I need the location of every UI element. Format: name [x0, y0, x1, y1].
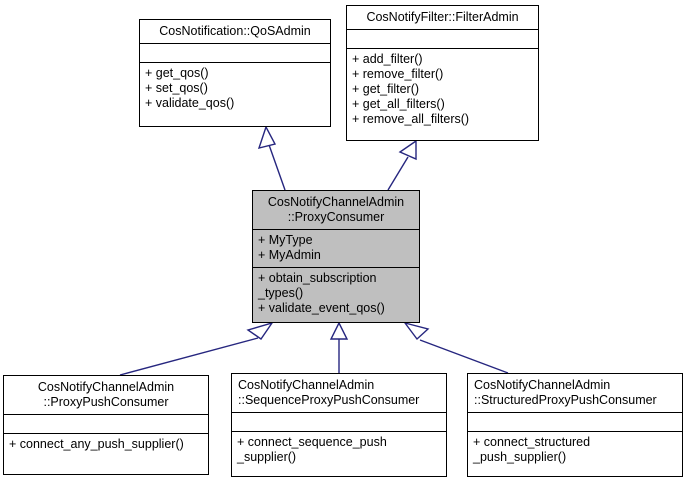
class-box-qos-admin[interactable]: CosNotification::QoSAdmin + get_qos() + … — [139, 19, 331, 127]
operation-row: + connect_structured _push_supplier() — [473, 435, 591, 464]
class-operations-filter-admin: + add_filter() + remove_filter() + get_f… — [347, 49, 538, 131]
class-box-sequence-proxy-push-consumer[interactable]: CosNotifyChannelAdmin ::SequenceProxyPus… — [231, 373, 447, 477]
class-box-structured-proxy-push-consumer[interactable]: CosNotifyChannelAdmin ::StructuredProxyP… — [467, 373, 683, 477]
class-title-filter-admin: CosNotifyFilter::FilterAdmin — [366, 10, 519, 24]
class-separator — [140, 43, 330, 44]
class-separator — [232, 431, 446, 432]
class-operations-qos-admin: + get_qos() + set_qos() + validate_qos() — [140, 63, 330, 115]
class-separator — [4, 414, 208, 415]
class-separator — [253, 267, 419, 268]
class-title-proxy-push-consumer: CosNotifyChannelAdmin ::ProxyPushConsume… — [37, 380, 175, 409]
attribute-row: + MyAdmin — [258, 248, 321, 262]
class-title-proxy-consumer: CosNotifyChannelAdmin ::ProxyConsumer — [267, 195, 405, 224]
edge-proxyconsumer-to-qosadmin — [257, 125, 286, 191]
operation-row: + set_qos() — [145, 81, 208, 95]
class-separator — [468, 431, 682, 432]
class-attributes-structured-proxy-push-consumer — [468, 413, 682, 431]
class-attributes-qos-admin — [140, 44, 330, 62]
class-box-filter-admin[interactable]: CosNotifyFilter::FilterAdmin + add_filte… — [346, 5, 539, 141]
class-operations-proxy-push-consumer: + connect_any_push_supplier() — [4, 434, 208, 456]
class-separator — [468, 412, 682, 413]
edge-sequenceproxypushconsumer-to-proxyconsumer — [329, 321, 349, 373]
class-title-sequence-proxy-push-consumer: CosNotifyChannelAdmin ::SequenceProxyPus… — [238, 378, 420, 407]
operation-row: + remove_filter() — [352, 67, 444, 81]
class-separator — [347, 48, 538, 49]
operation-row: + obtain_subscription _types() — [258, 271, 377, 300]
class-attributes-proxy-consumer: + MyType + MyAdmin — [253, 230, 419, 267]
class-separator — [4, 433, 208, 434]
attribute-row: + MyType — [258, 233, 313, 247]
operation-row: + remove_all_filters() — [352, 112, 470, 126]
operation-row: + get_all_filters() — [352, 97, 445, 111]
class-title-qos-admin: CosNotification::QoSAdmin — [159, 24, 311, 38]
operation-row: + get_qos() — [145, 66, 209, 80]
class-box-proxy-consumer[interactable]: CosNotifyChannelAdmin ::ProxyConsumer + … — [252, 190, 420, 323]
class-operations-sequence-proxy-push-consumer: + connect_sequence_push _supplier() — [232, 432, 446, 469]
operation-row: + connect_sequence_push _supplier() — [237, 435, 387, 464]
class-separator — [232, 412, 446, 413]
class-attributes-filter-admin — [347, 30, 538, 48]
class-separator — [140, 62, 330, 63]
class-operations-proxy-consumer: + obtain_subscription _types() + validat… — [253, 268, 419, 320]
operation-row: + validate_qos() — [145, 96, 235, 110]
class-attributes-sequence-proxy-push-consumer — [232, 413, 446, 431]
operation-row: + connect_any_push_supplier() — [9, 437, 184, 451]
class-attributes-proxy-push-consumer — [4, 415, 208, 433]
class-separator — [253, 229, 419, 230]
class-title-structured-proxy-push-consumer: CosNotifyChannelAdmin ::StructuredProxyP… — [474, 378, 657, 407]
edge-structuredproxypushconsumer-to-proxyconsumer — [403, 321, 509, 374]
operation-row: + validate_event_qos() — [258, 301, 385, 315]
edge-proxypushconsumer-to-proxyconsumer — [119, 321, 274, 376]
edge-proxyconsumer-to-filteradmin — [387, 139, 417, 191]
operation-row: + add_filter() — [352, 52, 423, 66]
class-box-proxy-push-consumer[interactable]: CosNotifyChannelAdmin ::ProxyPushConsume… — [3, 375, 209, 475]
class-separator — [347, 29, 538, 30]
operation-row: + get_filter() — [352, 82, 420, 96]
class-operations-structured-proxy-push-consumer: + connect_structured _push_supplier() — [468, 432, 682, 469]
